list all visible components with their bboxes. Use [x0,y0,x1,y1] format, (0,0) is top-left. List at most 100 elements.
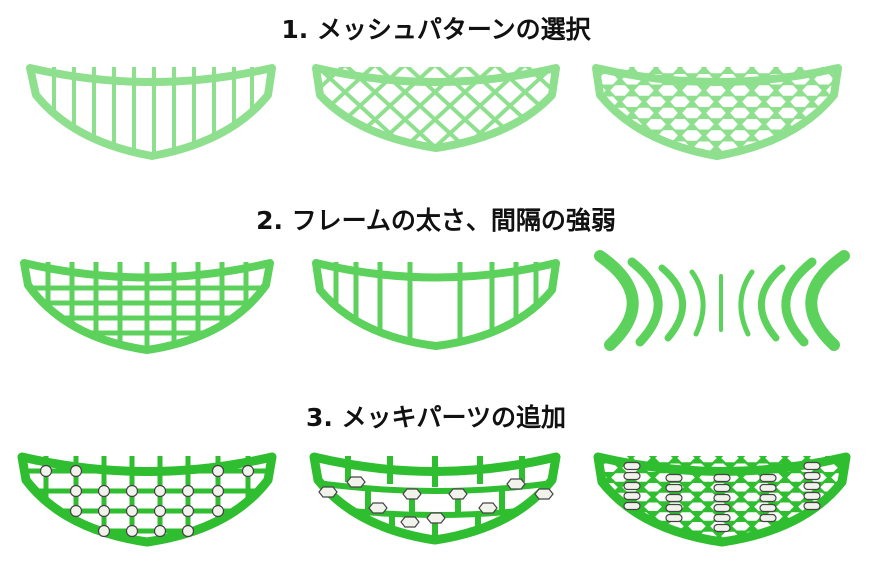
capsule-bead [759,493,777,503]
circle-bead [69,504,83,518]
hex-cell [598,118,618,130]
hex-cell [670,164,690,175]
hex-cell [776,541,794,542]
hex-cell [790,96,810,108]
panel-diamond-lattice [312,64,560,152]
hexagon-bead [346,476,366,488]
hex-cell [670,118,690,130]
hex-cell [778,85,798,96]
hex-cell [610,152,630,156]
hex-cell [644,502,662,512]
hex-cell [814,164,834,175]
hex-cell [706,130,726,141]
hexagon-bead [402,488,422,500]
hex-cell [814,141,834,153]
hexagon-bead [478,502,498,514]
hex-cell [682,130,702,141]
panel-brick-with-hexagon-beads [309,452,561,545]
hex-cell [754,152,774,156]
hex-cell [596,130,606,141]
hex-cell [732,502,750,512]
hex-cell [646,96,666,108]
panel-vertical-bars [26,64,276,160]
hex-cell [655,456,673,463]
hex-cell [658,67,678,74]
hex-cell [706,67,726,74]
circle-bead [153,484,167,498]
hex-cell [787,492,805,502]
capsule-bead [713,513,731,523]
hex-cell [798,521,816,531]
hex-cell [622,141,642,153]
capsule-bead [759,503,777,513]
step3-heading: 3. メッキパーツの追加 [305,403,567,432]
circle-bead [39,464,53,478]
hex-cell [814,118,834,130]
capsule-bead [665,513,683,523]
hex-cell [622,521,640,531]
hex-cell [732,482,750,492]
hexagon-bead [318,486,338,498]
hex-cell [634,107,654,119]
capsule-bead [713,523,731,533]
hex-cell [820,521,838,531]
capsule-bead [803,461,821,471]
hex-cell [598,531,607,541]
capsule-bead [665,503,683,513]
hexagon-bead [368,502,388,514]
hex-cell [778,152,798,156]
hex-cell [809,531,827,541]
hex-cell [646,164,666,175]
hex-cell [682,85,702,96]
hex-cell [842,502,846,512]
hex-cell [633,456,651,463]
circle-bead [153,524,167,538]
hex-cell [610,85,630,96]
hex-cell [743,512,761,521]
hexagon-bead [534,488,554,500]
capsule-bead [803,481,821,491]
panel-grid-with-circle-beads [17,452,277,547]
hexagon-bead [400,516,420,528]
hex-cell [706,85,726,96]
capsule-bead [623,481,641,491]
hex-cell [742,96,762,108]
hex-cell [706,107,726,119]
hex-cell [600,521,618,531]
hex-cell [742,164,762,175]
capsule-bead [803,471,821,481]
hex-cell [596,107,606,119]
hex-cell [826,152,838,156]
hex-cell [596,152,606,156]
circle-bead [181,504,195,518]
hex-cell [699,512,717,521]
circle-bead [125,504,139,518]
hex-cell [634,152,654,156]
hex-cell [754,67,774,74]
hex-cell [831,512,846,521]
step1-heading: 1. メッシュパターンの選択 [281,15,591,44]
hex-cell [633,531,651,541]
hex-cell [798,541,816,542]
hex-cell [658,107,678,119]
circle-bead [241,464,255,478]
hex-cell [778,67,798,74]
hex-cell [598,141,618,153]
hex-cell [682,107,702,119]
capsule-bead [665,483,683,493]
hex-cell [730,130,750,141]
capsule-bead [623,471,641,481]
hex-cell [732,521,750,531]
hex-cell [730,85,750,96]
circle-bead [97,484,111,498]
capsule-bead [713,483,731,493]
capsule-bead [623,501,641,511]
hexagon-bead [426,512,446,524]
hex-cell [646,118,666,130]
hex-cell [776,502,794,512]
hex-cell [730,67,750,74]
hex-cell [611,512,629,521]
hex-cell [765,456,783,463]
hex-cell [598,73,618,85]
circle-bead [153,504,167,518]
